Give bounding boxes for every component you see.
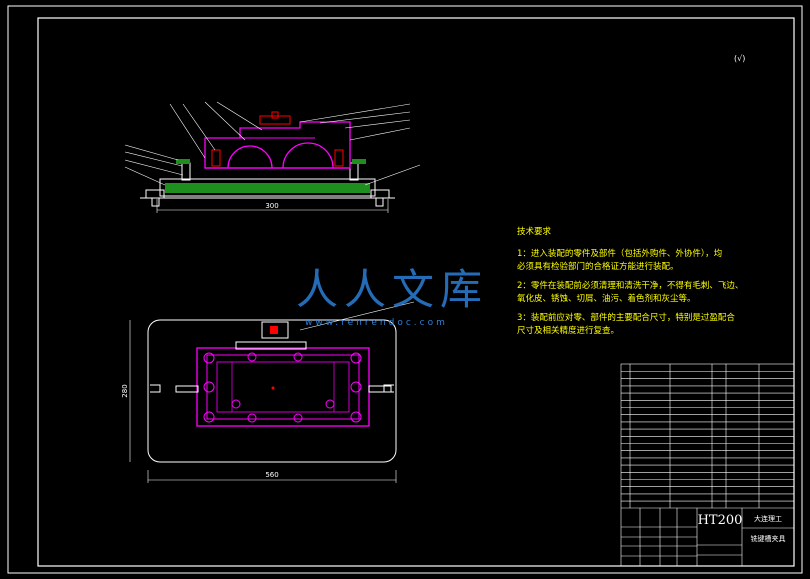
tech-requirement-line: 必须具有检验部门的合格证方能进行装配。 — [517, 262, 679, 272]
plan-width-dim: 560 — [265, 471, 278, 479]
tech-requirement-line: 2：零件在装配前必须清理和清洗干净，不得有毛刺、飞边、 — [517, 281, 744, 291]
leader-line — [216, 101, 263, 131]
title-block — [620, 363, 795, 567]
base-plate — [159, 178, 376, 197]
plan-left-lug — [175, 385, 199, 393]
leader-line — [182, 103, 216, 151]
watermark-brand: 人人文库 — [296, 265, 489, 314]
bom-grid — [621, 364, 794, 508]
workpiece-left-bore — [227, 145, 273, 169]
watermark-url: www.renrendoc.com — [305, 318, 448, 328]
clamp-nut — [271, 111, 279, 119]
clamp-circle — [350, 411, 362, 423]
leader-line — [124, 151, 183, 167]
left-tslot — [151, 197, 160, 207]
right-ear — [370, 189, 390, 199]
leader-line — [169, 103, 206, 159]
plan-top-boss — [235, 341, 307, 350]
right-column — [349, 162, 359, 181]
leader-line — [299, 301, 415, 331]
plan-right-lug — [368, 385, 392, 393]
leader-line — [124, 166, 166, 186]
base-section-hatch — [165, 183, 370, 193]
title-company: 大连理工 — [754, 514, 782, 523]
clamp-circle — [231, 399, 241, 409]
tech-requirement-line: 1：进入装配的零件及部件（包括外购件、外协件），均 — [517, 249, 723, 259]
front-section-view: 300 — [124, 101, 421, 213]
plan-view: 560 280 — [121, 301, 415, 483]
clamp-circle — [203, 381, 215, 393]
outer-border — [7, 5, 803, 574]
leader-line — [299, 103, 411, 123]
corner-mark: (√) — [734, 54, 745, 63]
plan-base-outline — [147, 319, 397, 463]
plan-center-mark — [271, 386, 275, 390]
leader-line — [364, 164, 421, 186]
clamp-circle — [203, 352, 215, 364]
leader-line — [344, 119, 411, 129]
left-ear — [145, 189, 165, 199]
plan-height-dim: 280 — [121, 384, 129, 397]
clamp-bar — [259, 115, 291, 125]
right-tslot — [375, 197, 384, 207]
plan-right-slot — [383, 384, 394, 393]
plan-workpiece-outline — [196, 347, 370, 427]
tech-requirement-line: 3：装配前应对零、部件的主要配合尺寸，特别是过盈配合 — [517, 313, 735, 323]
leader-line — [319, 111, 411, 124]
clamp-circle — [350, 381, 362, 393]
workpiece-outline — [204, 121, 351, 169]
clamp-circle — [203, 411, 215, 423]
plan-clamp-circles — [203, 352, 362, 423]
leader-line — [124, 144, 179, 161]
leader-line — [124, 159, 184, 176]
right-support-plate — [352, 159, 366, 164]
left-column — [181, 162, 191, 181]
clamp-circle — [350, 352, 362, 364]
title-material: HT200 — [698, 513, 743, 528]
plan-key-block — [261, 321, 289, 339]
clamp-circle — [247, 352, 257, 362]
locating-pin-left — [211, 149, 221, 167]
tech-requirement-line: 氧化皮、锈蚀、切屑、油污、着色剂和灰尘等。 — [517, 294, 696, 304]
leader-line — [349, 127, 411, 141]
plan-left-slot — [150, 384, 161, 393]
plan-workpiece-pocket — [216, 361, 350, 413]
plan-key-block-mark — [270, 326, 278, 334]
title-drawing-name: 铣键槽夹具 — [751, 534, 786, 543]
tech-requirement-line: 尺寸及相关精度进行复查。 — [517, 326, 620, 336]
leader-line — [204, 101, 246, 141]
clamp-circle — [247, 413, 257, 423]
front-width-dim: 300 — [265, 202, 278, 210]
locating-pin-right — [334, 149, 344, 167]
clamp-circle — [293, 413, 303, 423]
plan-workpiece-inner — [206, 354, 360, 420]
tech-requirements-title: 技术要求 — [517, 227, 552, 237]
left-support-plate — [176, 159, 190, 164]
clamp-circle — [325, 399, 335, 409]
clamp-circle — [293, 352, 303, 362]
inner-border — [37, 17, 795, 567]
tech-requirements: 技术要求 1：进入装配的零件及部件（包括外购件、外协件），均 必须具有检验部门的… — [517, 226, 743, 338]
workpiece-right-bore — [282, 142, 334, 169]
